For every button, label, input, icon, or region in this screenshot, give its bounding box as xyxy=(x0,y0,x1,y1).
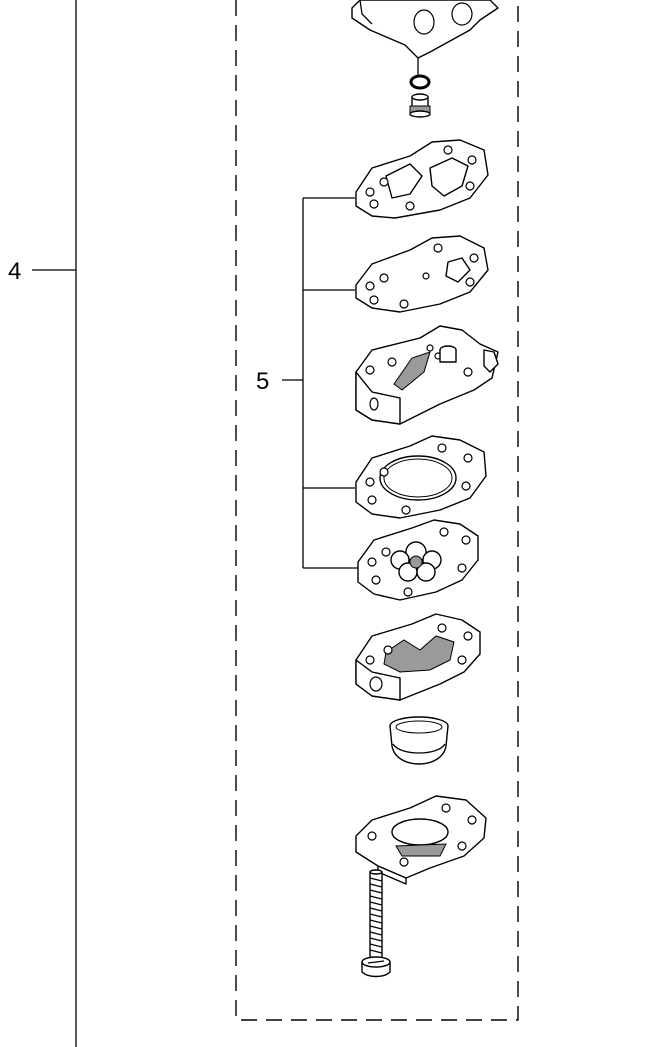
needle-plug xyxy=(409,93,431,118)
metering-gasket xyxy=(355,435,487,519)
o-ring xyxy=(409,74,431,90)
pump-body xyxy=(355,325,499,425)
screw xyxy=(361,869,391,978)
callout-5: 5 xyxy=(256,368,269,395)
primer-cover-plate xyxy=(355,795,487,885)
primer-bulb xyxy=(389,716,449,765)
pump-gasket xyxy=(355,139,489,219)
carburetor-body xyxy=(351,0,499,76)
assembly-bracket xyxy=(32,0,77,1047)
metering-cover xyxy=(355,613,481,701)
pump-diaphragm xyxy=(355,235,489,313)
metering-diaphragm xyxy=(357,519,479,601)
kit-bracket xyxy=(282,197,360,569)
callout-4: 4 xyxy=(8,258,21,285)
kit-boundary xyxy=(235,0,519,1021)
